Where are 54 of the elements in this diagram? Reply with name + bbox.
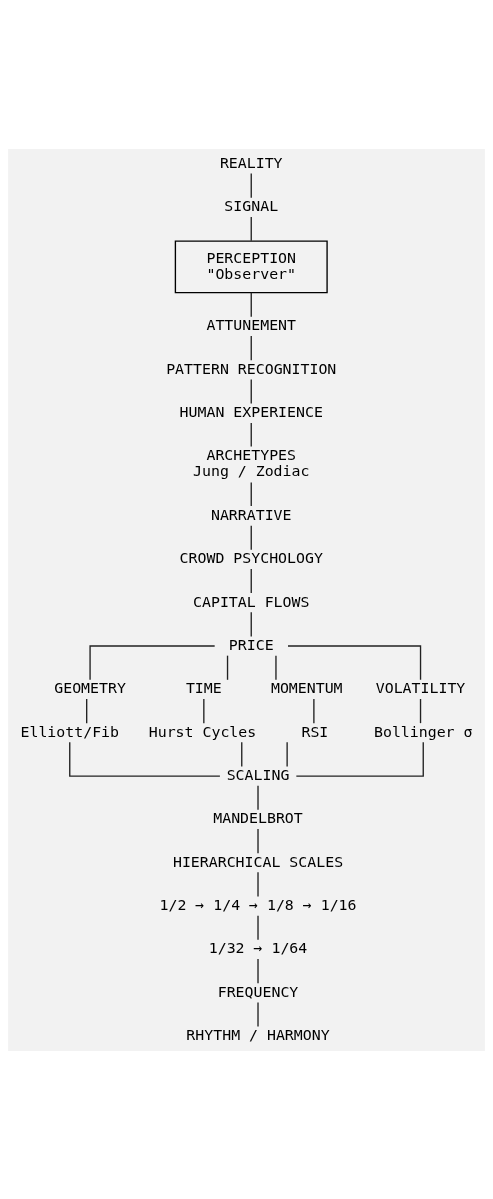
node-box: PERCEPTION "Observer" <box>174 239 328 293</box>
node-text: VOLATILITY <box>375 678 466 697</box>
connector <box>295 741 424 777</box>
node-text: SIGNAL <box>224 196 279 215</box>
connector <box>250 291 252 317</box>
connector <box>203 697 205 724</box>
connector <box>86 697 88 724</box>
connector <box>226 654 229 680</box>
connector <box>257 914 259 940</box>
node-text: SCALING <box>226 765 290 784</box>
connector <box>257 1001 259 1027</box>
connector <box>250 215 252 241</box>
node-text: MOMENTUM <box>270 678 343 697</box>
node-text: REALITY <box>219 153 283 172</box>
node-text: 1/32 → 1/64 <box>208 938 308 957</box>
connector <box>241 741 243 767</box>
node-text: Bollinger σ <box>373 722 473 741</box>
connector <box>250 611 252 637</box>
connector <box>250 524 252 550</box>
connector <box>250 378 252 404</box>
connector <box>257 827 259 854</box>
node-text: NARRATIVE <box>210 505 292 524</box>
connector <box>257 957 259 984</box>
node-text: 1/2 → 1/4 → 1/8 → 1/16 <box>159 895 357 914</box>
node-text: RSI <box>301 722 329 741</box>
connector <box>250 481 252 507</box>
connector <box>250 172 252 198</box>
connector <box>250 334 252 361</box>
node-text: RHYTHM / HARMONY <box>186 1025 330 1044</box>
node-text: TIME <box>185 678 222 697</box>
connector <box>257 871 259 897</box>
connector <box>257 784 259 810</box>
node-text: ARCHETYPES Jung / Zodiac <box>193 445 310 480</box>
connector <box>69 741 221 777</box>
node-text: FREQUENCY <box>217 982 299 1001</box>
node-text: Elliott/Fib <box>20 722 120 741</box>
node-text: PATTERN RECOGNITION <box>166 359 337 378</box>
connector <box>287 644 422 680</box>
node-text: MANDELBROT <box>213 808 303 827</box>
connector <box>286 741 288 767</box>
node-text: CROWD PSYCHOLOGY <box>179 548 323 567</box>
connector <box>250 567 252 594</box>
node-text: HUMAN EXPERIENCE <box>179 402 323 421</box>
connector <box>89 644 216 680</box>
node-text: PRICE <box>228 635 274 654</box>
node-text: CAPITAL FLOWS <box>193 592 310 610</box>
connector <box>250 421 252 447</box>
node-text: Hurst Cycles <box>148 722 257 741</box>
connector <box>419 697 422 724</box>
connector <box>313 697 315 724</box>
node-text: GEOMETRY <box>54 678 126 697</box>
connector <box>275 654 277 680</box>
node-text: ATTUNEMENT <box>206 315 297 334</box>
node-text: HIERARCHICAL SCALES <box>172 852 344 871</box>
